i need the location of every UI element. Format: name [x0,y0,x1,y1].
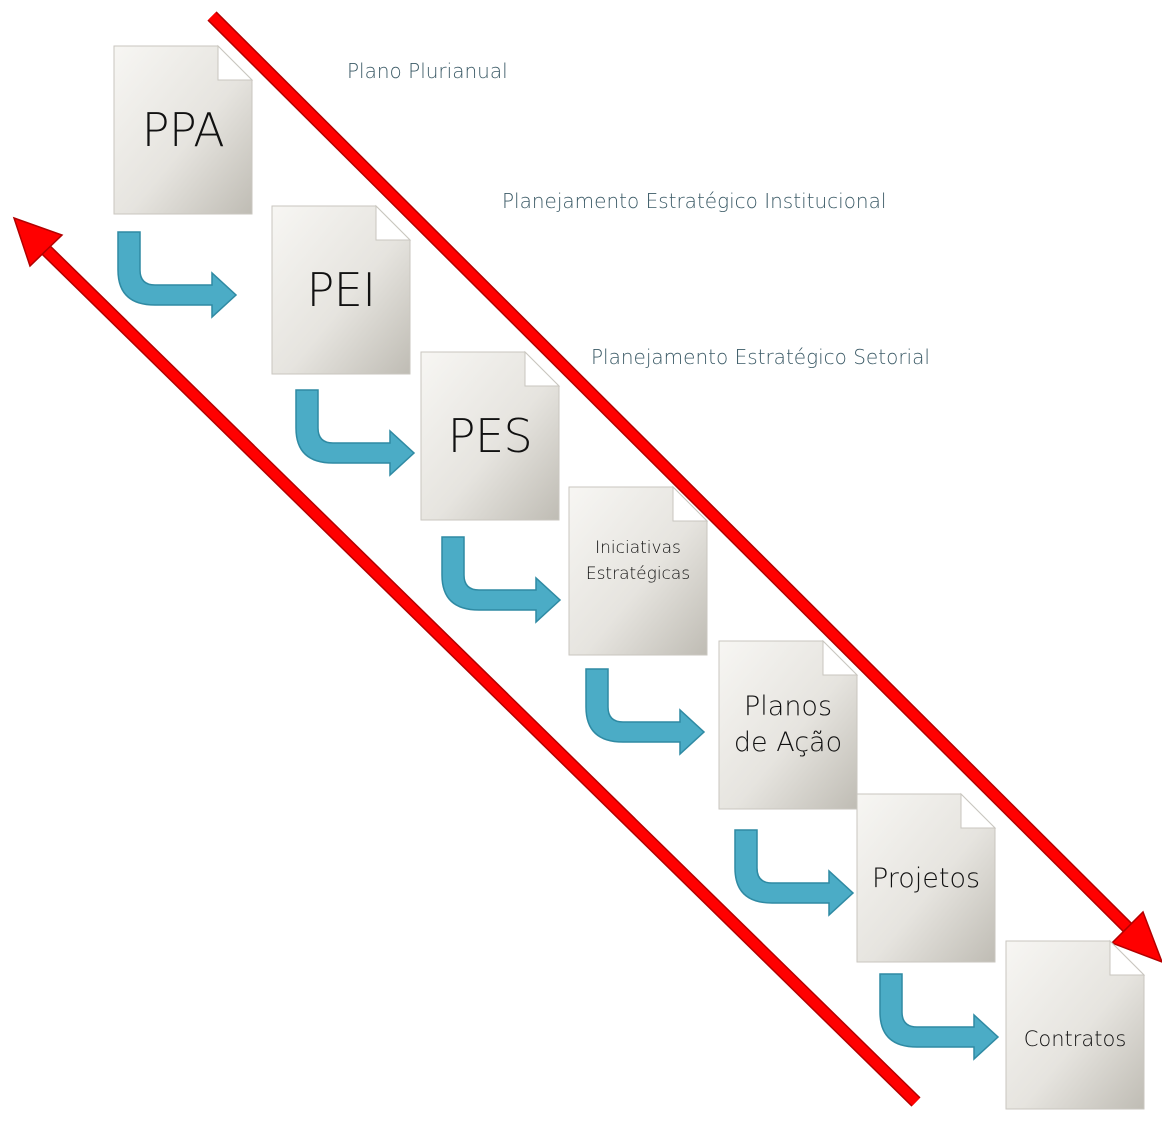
document-label: Iniciativas Estratégicas [585,538,691,584]
flow-arrow-5 [734,829,855,917]
document-pei: PEI [271,204,412,375]
document-icon [1005,939,1146,1110]
document-label: PEI [306,263,376,317]
document-label: PPA [141,103,225,157]
document-icon [856,792,997,963]
document-icon [271,204,412,375]
caption-planejamento-setorial: Planejamento Estratégico Setorial [591,345,930,369]
document-icon [113,44,254,215]
document-ppa: PPA [113,44,254,215]
document-projetos: Projetos [856,792,997,963]
document-pes: PES [420,350,561,521]
document-planos-acao: Planos de Ação [718,639,859,810]
document-label: Projetos [871,862,981,894]
downward-red-arrow [207,11,1162,963]
flow-arrow-3 [441,536,562,624]
caption-plano-plurianual: Plano Plurianual [347,59,508,83]
document-icon [420,350,561,521]
flow-arrow-2 [295,389,416,477]
document-iniciativas: Iniciativas Estratégicas [568,485,709,656]
document-label: Planos de Ação [733,691,843,758]
flow-arrow-4 [585,668,706,756]
caption-planejamento-institucional: Planejamento Estratégico Institucional [502,189,887,213]
document-label: Contratos [1023,1027,1127,1051]
flow-arrow-6 [879,973,1000,1061]
document-label: PES [447,409,533,463]
document-icon [718,639,859,810]
flow-arrow-1 [117,231,238,319]
upward-red-arrow [12,216,921,1107]
document-icon [568,485,709,656]
document-contratos: Contratos [1005,939,1146,1110]
